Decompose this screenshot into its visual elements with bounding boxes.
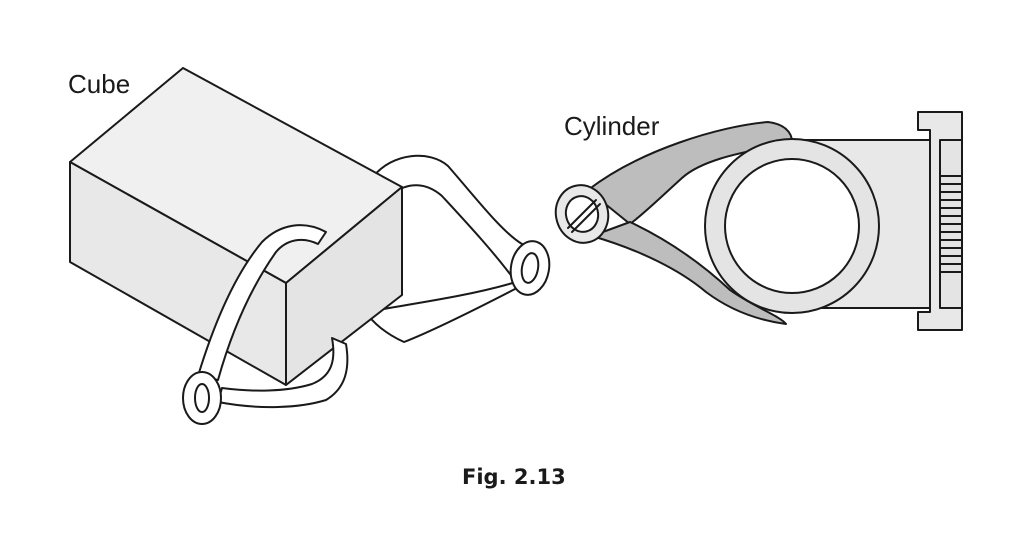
cube-label: Cube xyxy=(68,69,130,99)
cylinder-face xyxy=(704,138,880,314)
cube-body xyxy=(69,67,403,386)
figure-caption: Fig. 2.13 xyxy=(462,465,566,489)
cylinder-end-grooves xyxy=(939,175,963,273)
cylinder-assembly: Cylinder xyxy=(554,111,963,331)
cube-side-face xyxy=(285,186,403,386)
cylinder-inner-circle xyxy=(724,158,860,294)
cube-lower-strap xyxy=(217,337,349,409)
cube-ring-left xyxy=(182,371,222,425)
cylinder-ring xyxy=(554,184,610,244)
cylinder-label: Cylinder xyxy=(564,111,660,141)
cube-ring-right xyxy=(509,240,551,296)
cube-assembly: Cube xyxy=(68,67,551,425)
cube-left-strap xyxy=(197,224,327,381)
cylinder-lower-strap xyxy=(591,221,787,325)
cube-right-strap xyxy=(365,154,541,343)
